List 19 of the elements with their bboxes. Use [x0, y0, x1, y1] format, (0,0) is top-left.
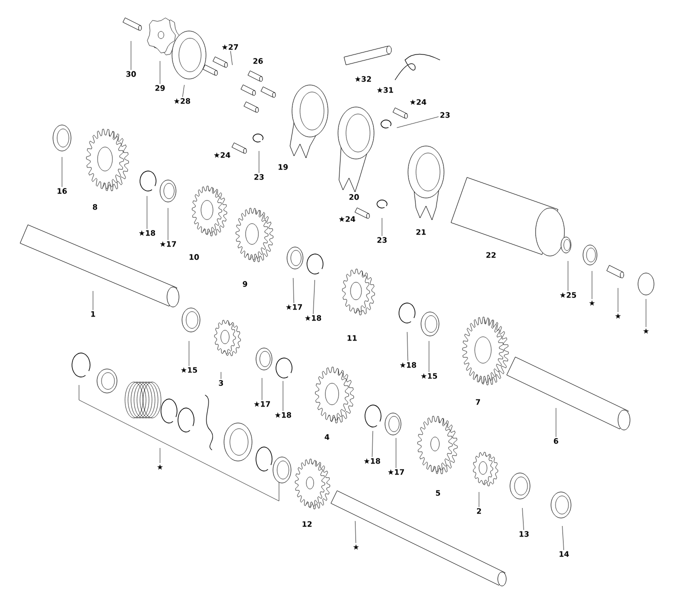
leader-line	[258, 150, 260, 174]
leader-line	[354, 520, 356, 544]
leader-line	[562, 526, 564, 550]
leader-line	[313, 280, 315, 314]
leader-line	[396, 116, 439, 128]
leader-line	[146, 196, 148, 230]
leader-line	[220, 372, 222, 380]
leader-line	[130, 40, 132, 70]
leader-line	[230, 50, 233, 66]
leader-line	[522, 508, 524, 530]
leader-line	[372, 430, 374, 458]
leader-line	[282, 380, 284, 412]
leader-line	[92, 290, 94, 310]
leader-line	[188, 340, 190, 366]
leader-line	[292, 278, 294, 304]
leader-line	[406, 332, 408, 362]
leader-line	[182, 84, 184, 98]
leader-line	[428, 340, 430, 372]
leader-line	[478, 492, 480, 508]
